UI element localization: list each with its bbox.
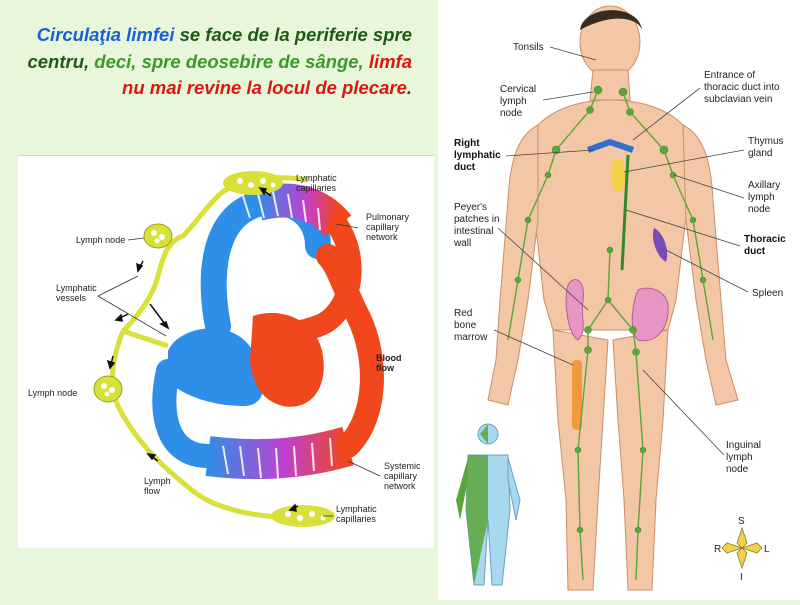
title-part-conclusion: limfa nu mai revine la locul de plecare (122, 50, 412, 99)
title-part-subject: Circulaţia limfei (36, 24, 175, 45)
label-cervical-2: lymph (500, 96, 527, 107)
spleen (652, 228, 668, 262)
label-lymphatic-vessels-2: vessels (56, 293, 87, 303)
label-thymus-2: gland (748, 148, 772, 159)
leader-lines-right (493, 46, 749, 456)
label-right-duct-3: duct (454, 162, 476, 173)
circulation-diagram: Lymphatic capillaries Pulmonary capillar… (18, 155, 434, 548)
capillary-mesh (222, 191, 333, 479)
lymph-vessel-lower (110, 330, 319, 520)
label-peyers-2: patches in (454, 214, 500, 225)
label-peyers-3: intestinal (454, 226, 493, 237)
title-part-contrast: deci, spre deosebire de sânge, (94, 50, 369, 72)
label-red-marrow-3: marrow (454, 332, 488, 343)
slide-title: Circulaţia limfei se face de la periferi… (20, 22, 412, 102)
label-cervical-3: node (500, 108, 523, 119)
label-inguinal-3: node (726, 464, 749, 475)
lymph-vessel-to-heart (122, 328, 169, 349)
label-axillary-1: Axillary (748, 180, 780, 191)
label-cervical-1: Cervical (500, 84, 536, 95)
label-systemic-3: network (384, 481, 416, 491)
label-pulmonary-3: network (366, 232, 398, 242)
label-lymphatic-capillaries-top-2: capillaries (296, 183, 337, 193)
label-systemic-1: Systemic (384, 461, 421, 471)
compass-superior: S (738, 516, 745, 527)
label-lymphatic-vessels-1: Lymphatic (56, 283, 97, 293)
label-lymphatic-capillaries-top-1: Lymphatic (296, 173, 337, 183)
title-part-period: . (406, 77, 412, 98)
label-right-duct-2: lymphatic (454, 150, 501, 161)
label-lymph-flow-1: Lymph (144, 476, 171, 486)
hair (580, 10, 642, 30)
compass-right: R (714, 544, 721, 555)
label-blood-flow-1: Blood (376, 353, 402, 363)
intestine-right (631, 287, 669, 342)
circulation-diagram-svg: Lymphatic capillaries Pulmonary capillar… (28, 171, 421, 527)
label-lymphatic-capillaries-bottom-1: Lymphatic (336, 504, 377, 514)
label-red-marrow-2: bone (454, 320, 477, 331)
body-silhouette (487, 5, 739, 591)
lymph-vessel-lines (507, 89, 714, 581)
systemic-vein-loop (152, 359, 220, 468)
lymphatic-capillaries-top-cluster (223, 171, 283, 195)
compass-left: L (764, 544, 770, 555)
label-right-duct-1: Right (454, 138, 480, 149)
systemic-capillary-network (205, 426, 354, 479)
label-red-marrow-1: Red (454, 308, 472, 319)
lymphatic-system-svg: Tonsils Cervical lymph node Right lympha… (453, 5, 786, 591)
label-thymus-1: Thymus (748, 136, 784, 147)
label-tonsils: Tonsils (513, 42, 544, 53)
label-systemic-2: capillary (384, 471, 418, 481)
label-axillary-2: lymph (748, 192, 775, 203)
compass-inferior: I (740, 572, 743, 583)
label-lymph-flow-2: flow (144, 486, 161, 496)
heart-right-side (168, 328, 264, 406)
systemic-artery-loop (316, 244, 384, 458)
label-thoracic-duct-1: Thoracic (744, 234, 786, 245)
orientation-compass: S R L I (714, 516, 770, 583)
label-inguinal-2: lymph (726, 452, 753, 463)
heart-left-side (250, 312, 324, 407)
label-axillary-3: node (748, 204, 771, 215)
label-entrance-3: subclavian vein (704, 94, 772, 105)
mini-figure (456, 423, 521, 586)
pulmonary-vein-loop (200, 189, 331, 339)
title-part-comma: , (84, 50, 95, 72)
label-peyers-1: Peyer's (454, 202, 487, 213)
label-entrance-1: Entrance of (704, 70, 755, 81)
label-inguinal-1: Inguinal (726, 440, 761, 451)
title-part-direction: se face de la periferie spre centru (27, 24, 412, 72)
red-bone-marrow (572, 360, 582, 430)
label-peyers-4: wall (453, 238, 471, 249)
lymphatic-capillaries-bottom-cluster (271, 505, 335, 527)
subclavian-veins (586, 138, 634, 153)
label-blood-flow-2: flow (376, 363, 395, 373)
label-spleen: Spleen (752, 288, 783, 299)
label-pulmonary-1: Pulmonary (366, 212, 410, 222)
lymph-node-top (143, 223, 173, 249)
flow-arrows (106, 186, 299, 512)
label-entrance-2: thoracic duct into (704, 82, 780, 93)
label-pulmonary-2: capillary (366, 222, 400, 232)
leader-lines-left (97, 223, 381, 517)
label-lymphatic-capillaries-bottom-2: capillaries (336, 514, 377, 524)
label-lymph-node-top: Lymph node (76, 235, 125, 245)
thoracic-duct (620, 154, 630, 271)
label-lymph-node-bottom: Lymph node (28, 388, 77, 398)
lymphatic-system-diagram: Tonsils Cervical lymph node Right lympha… (438, 0, 800, 600)
intestine-left (565, 279, 584, 341)
thymus-gland (610, 160, 626, 192)
lymph-node-bottom (93, 375, 123, 403)
label-thoracic-duct-2: duct (744, 246, 766, 257)
